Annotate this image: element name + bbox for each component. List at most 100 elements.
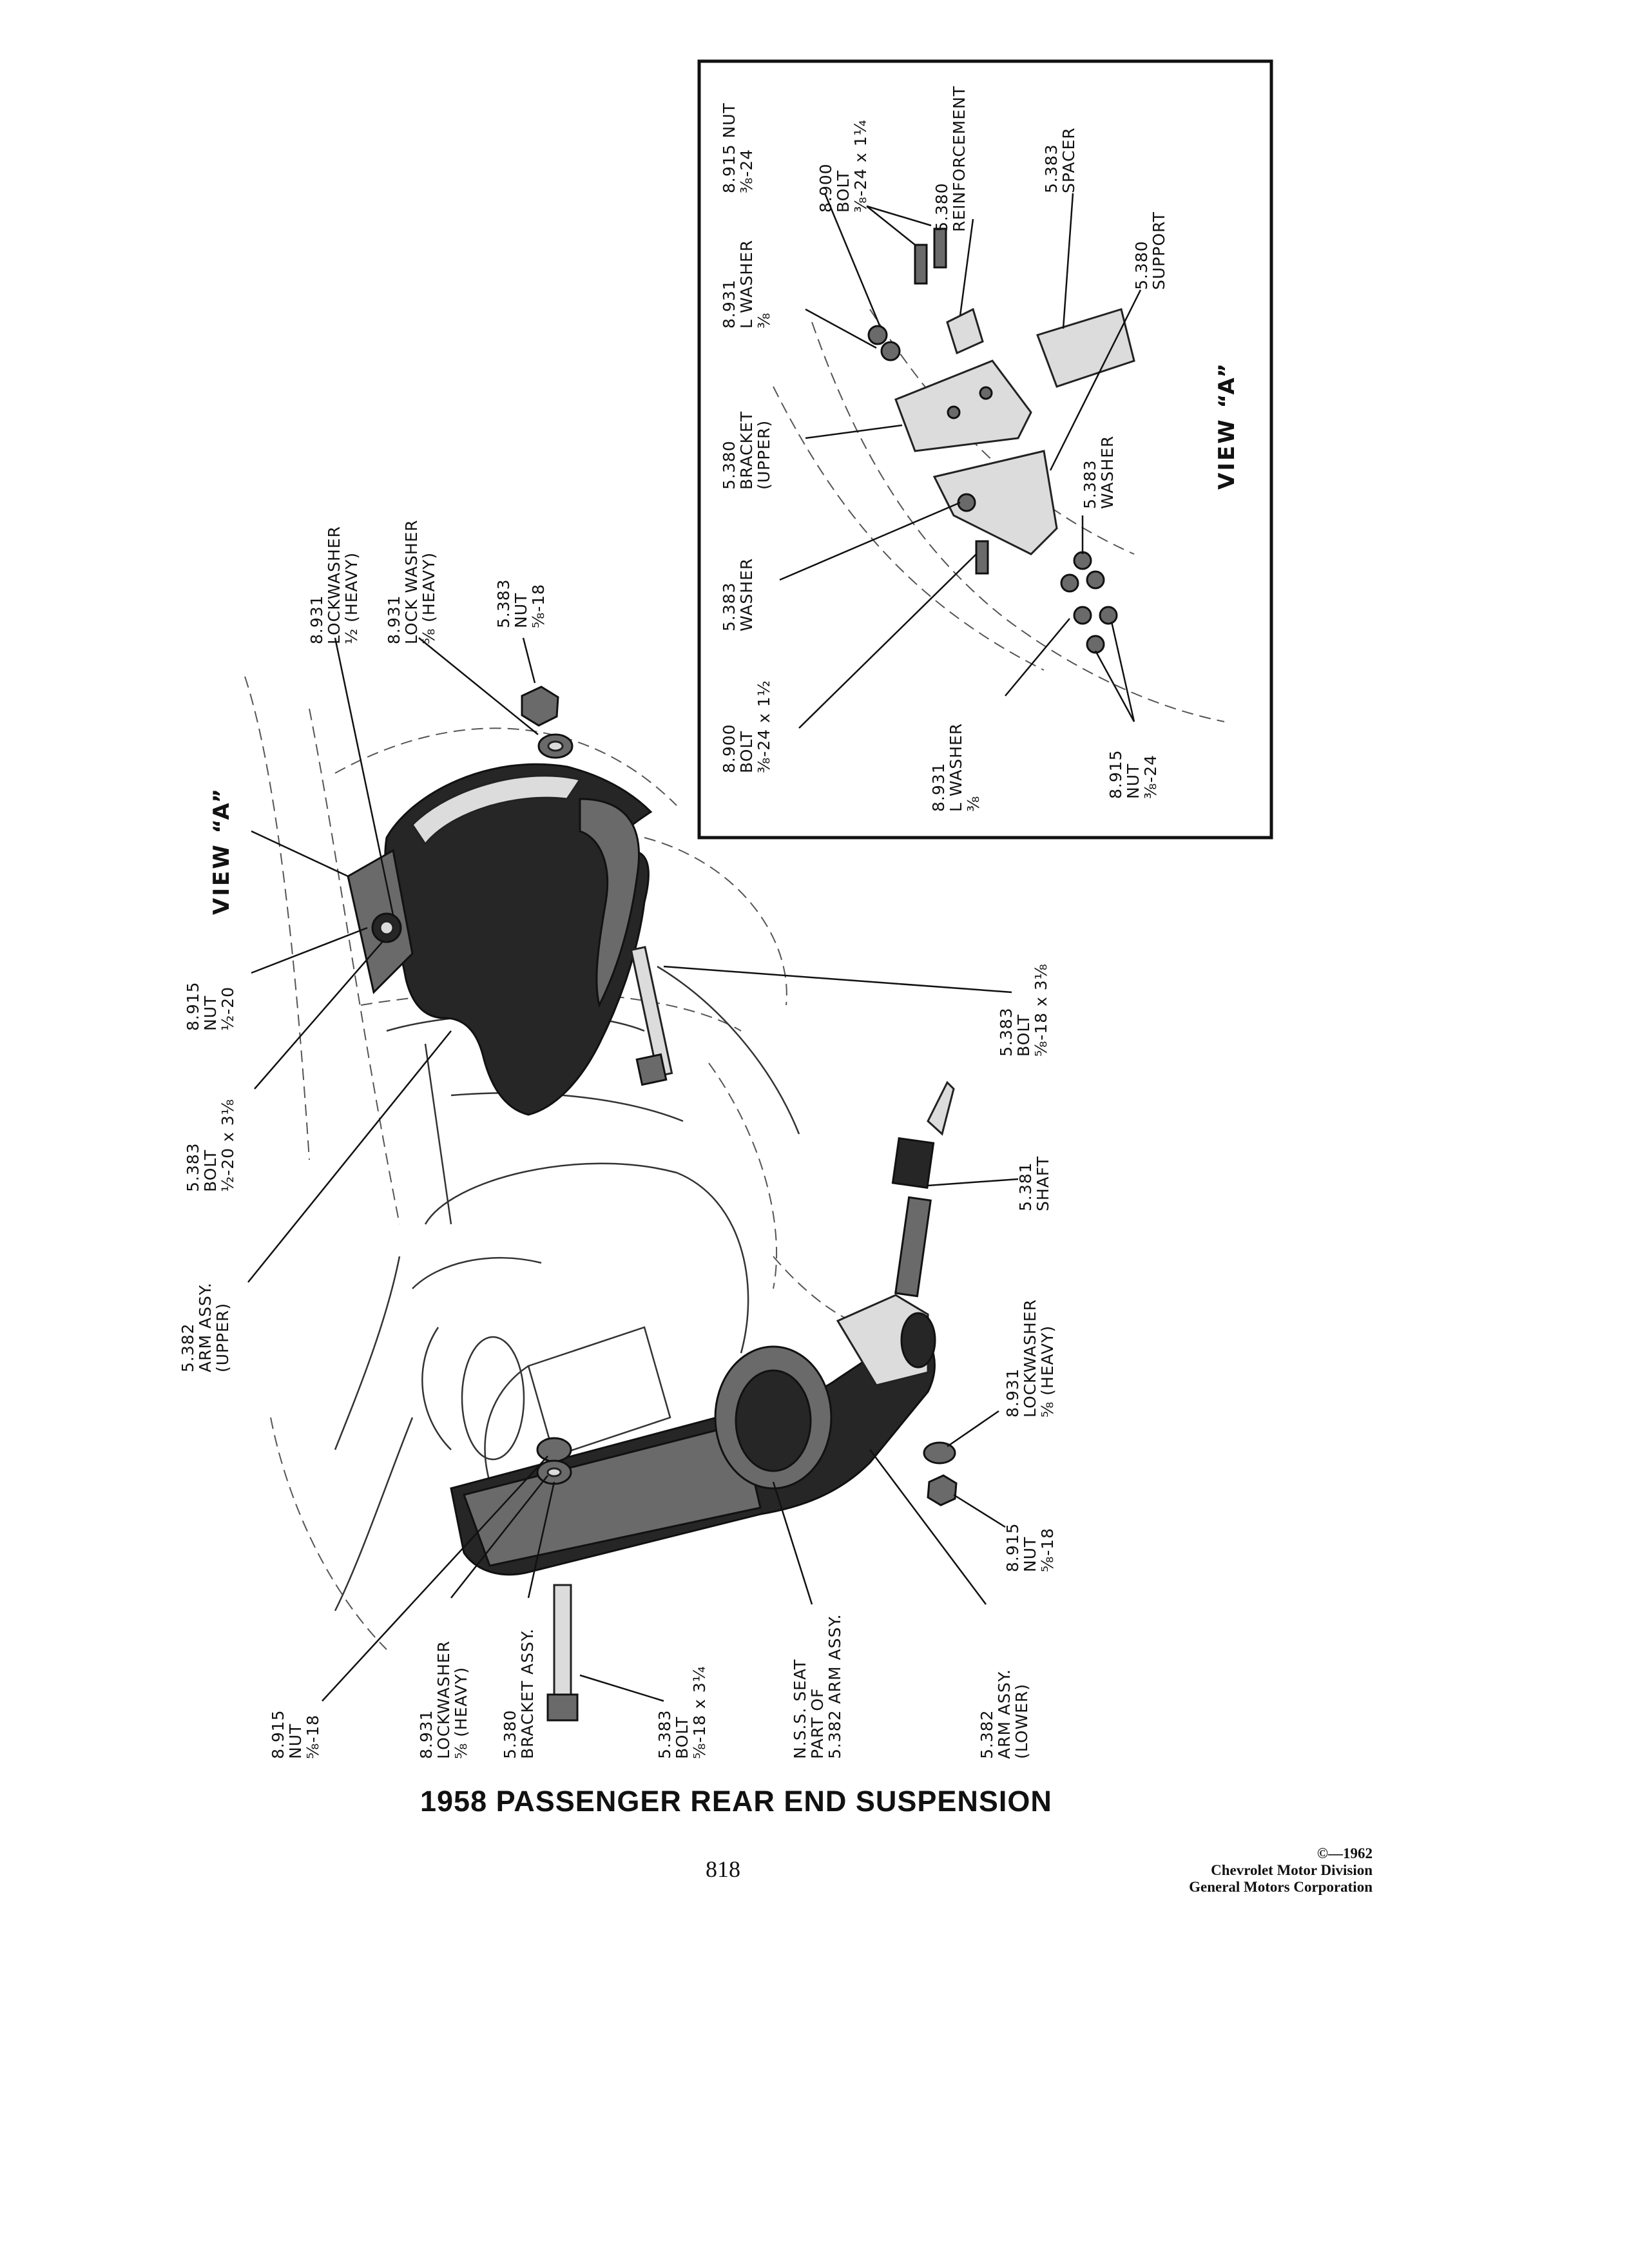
label-line: ⅜-24 x 1¼ [851,119,870,213]
label-line: 5.382 [978,1709,996,1759]
copyright-year: ©—1962 [1316,1845,1373,1861]
label-line: BOLT [1014,1014,1033,1057]
label-line: 5.380 [1132,240,1151,290]
inset-label-washer-right: 5.383 WASHER [1081,436,1117,509]
label-line: 5.383 [494,579,513,628]
label-line: BOLT [737,731,756,773]
label-seat: N.S.S. SEAT PART OF 5.382 ARM ASSY. [791,1614,844,1760]
inset-label-l-washer-top: 8.931 L WASHER ⅜ [720,240,773,329]
label-line: BRACKET [737,411,756,490]
label-lower-nut-left: 8.915 NUT ⅝-18 [269,1709,322,1759]
label-line: 5.380 [501,1709,519,1759]
view-a-inset-caption: VIEW “A” [1214,361,1240,490]
label-line: 8.915 NUT [720,102,738,193]
inset-label-bracket-upper: 5.380 BRACKET (UPPER) [720,411,773,490]
copyright-corporation: General Motors Corporation [1189,1879,1373,1895]
label-line: ⅝ (HEAVY) [452,1667,470,1759]
label-line: WASHER [737,558,756,631]
label-upper-lockwasher-5-8: 8.931 LOCK WASHER ⅝ (HEAVY) [385,519,438,644]
label-line: 5.383 [1042,144,1061,193]
inset-label-bolt-bottom: 8.900 BOLT ⅜-24 x 1½ [720,680,773,773]
inset-label-reinforcement: 5.380 REINFORCEMENT [932,86,969,232]
label-line: 8.915 [1003,1523,1022,1572]
label-upper-nut-half: 8.915 NUT ½-20 [184,981,237,1031]
label-line: LOCKWASHER [434,1640,453,1759]
label-line: 5.382 [178,1323,197,1372]
label-line: 5.383 [1081,459,1099,509]
inset-label-spacer: 5.383 SPACER [1042,127,1078,193]
inset-label-nut-top: 8.915 NUT ⅜-24 [720,102,756,193]
view-a-inset-frame [697,59,1273,840]
label-line: ½-20 x 3⅛ [218,1099,237,1192]
label-line: 5.383 [720,582,738,631]
label-line: (UPPER) [213,1303,232,1372]
label-line: ⅜ [964,796,983,812]
label-line: 5.383 [997,1007,1016,1057]
label-line: 8.931 [385,595,403,644]
label-line: ⅝-18 [1038,1528,1057,1572]
label-line: ½ (HEAVY) [342,552,361,644]
label-line: PART OF [808,1688,827,1759]
label-line: 8.931 [720,279,738,329]
label-line: ⅜-24 x 1½ [755,680,773,773]
label-line: NUT [201,995,220,1031]
label-line: BOLT [201,1149,220,1192]
label-upper-lockwasher-half: 8.931 LOCKWASHER ½ (HEAVY) [307,526,361,644]
label-line: ⅜-24 [1141,754,1160,799]
lower-arm-assembly [450,1081,958,1722]
label-bracket-assy: 5.380 BRACKET ASSY. [501,1628,537,1759]
label-line: ARM ASSY. [196,1282,215,1372]
label-line: LOCKWASHER [1021,1299,1039,1418]
label-line: 8.915 [1106,749,1125,799]
label-line: ⅝-18 [529,584,548,628]
label-line: 8.915 [269,1709,287,1759]
label-line: 8.900 [816,163,835,213]
label-line: 8.931 [1003,1368,1022,1418]
label-line: ⅜ [755,312,773,329]
label-line: NUT [286,1724,305,1759]
label-line: NUT [1021,1537,1039,1572]
label-line: BRACKET ASSY. [518,1628,537,1759]
label-line: 5.380 [932,182,951,232]
copyright-division: Chevrolet Motor Division [1211,1862,1373,1878]
label-line: 8.931 [417,1709,436,1759]
label-line: 5.381 [1016,1162,1035,1211]
copyright-block: ©—1962 Chevrolet Motor Division General … [1095,1845,1373,1896]
page-number: 818 [706,1856,740,1882]
label-line: REINFORCEMENT [950,86,969,232]
label-line: ⅝ (HEAVY) [1038,1325,1057,1418]
label-line: 5.380 [720,440,738,490]
label-line: ⅝-18 [304,1715,322,1759]
label-lower-bolt: 5.383 BOLT ⅝-18 x 3¼ [655,1666,709,1759]
label-line: SUPPORT [1150,211,1168,290]
page-title: 1958 PASSENGER REAR END SUSPENSION [420,1785,1052,1818]
label-line: ARM ASSY. [995,1669,1014,1759]
label-lower-lockwasher-right: 8.931 LOCKWASHER ⅝ (HEAVY) [1003,1299,1057,1418]
label-line: (UPPER) [755,420,773,490]
label-line: LOCK WASHER [402,519,421,644]
label-lower-nut-right: 8.915 NUT ⅝-18 [1003,1523,1057,1572]
inset-label-support: 5.380 SUPPORT [1132,211,1168,290]
label-upper-bolt-5-8: 5.383 BOLT ⅝-18 x 3⅛ [997,963,1050,1057]
label-line: 5.383 [184,1142,202,1192]
label-line: NUT [512,593,530,628]
label-line: WASHER [1098,436,1117,509]
view-a-inset-parts [773,227,1225,722]
label-line: (LOWER) [1012,1684,1031,1759]
inset-label-l-washer-bottom: 8.931 L WASHER ⅜ [929,723,983,812]
inset-label-washer-left: 5.383 WASHER [720,558,756,631]
label-line: 5.383 [655,1709,674,1759]
label-upper-nut-5-8: 5.383 NUT ⅝-18 [494,579,548,628]
upper-arm-assembly [347,686,673,1116]
label-line: 8.915 [184,981,202,1031]
view-a-caption: VIEW “A” [209,787,235,915]
label-line: LOCKWASHER [325,526,343,644]
label-line: 8.900 [720,724,738,773]
label-line: ⅜-24 [737,149,756,193]
label-line: L WASHER [947,723,965,812]
label-line: N.S.S. SEAT [791,1659,809,1759]
label-lower-lockwasher-left: 8.931 LOCKWASHER ⅝ (HEAVY) [417,1640,470,1759]
label-line: ½-20 [218,986,237,1031]
label-line: ⅝-18 x 3⅛ [1032,963,1050,1057]
